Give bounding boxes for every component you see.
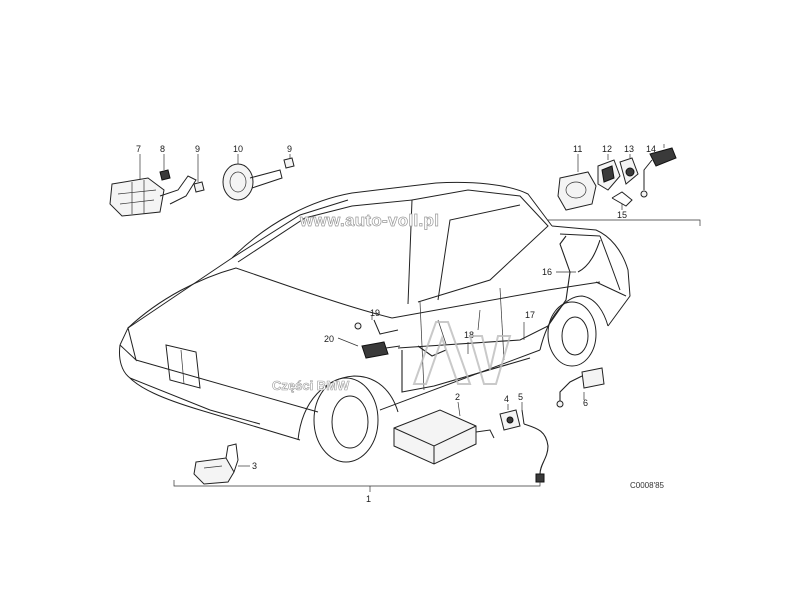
part-9-clip-left bbox=[193, 154, 205, 193]
part-label-11: 11 bbox=[573, 144, 582, 154]
part-label-6: 6 bbox=[583, 398, 588, 408]
part-label-10: 10 bbox=[233, 144, 243, 154]
part-20-plug bbox=[337, 322, 401, 359]
part-label-14: 14 bbox=[646, 144, 656, 154]
watermark-url: www.auto-voll.pl bbox=[299, 211, 439, 230]
part-labels: 1 2 3 4 5 6 7 8 9 9 10 11 12 13 14 15 16… bbox=[136, 144, 656, 504]
part-label-20: 20 bbox=[324, 334, 334, 344]
part-10-horn bbox=[222, 154, 283, 201]
part-label-19: 19 bbox=[370, 308, 380, 318]
part-label-4: 4 bbox=[504, 394, 509, 404]
group-bracket-main bbox=[173, 480, 541, 487]
part-label-8: 8 bbox=[160, 144, 165, 154]
part-label-7: 7 bbox=[136, 144, 141, 154]
part-label-9-left: 9 bbox=[195, 144, 200, 154]
part-14-connector bbox=[640, 144, 677, 198]
part-2-control-unit bbox=[393, 401, 495, 465]
part-label-13: 13 bbox=[624, 144, 634, 154]
drawing-code: C0008'85 bbox=[630, 481, 665, 490]
part-label-9-right: 9 bbox=[287, 144, 292, 154]
part-9-screw-right bbox=[283, 154, 295, 169]
car-outline bbox=[119, 181, 631, 463]
part-4-sensor bbox=[499, 404, 521, 431]
front-wheel bbox=[313, 377, 379, 463]
part-6-sensor bbox=[556, 367, 605, 408]
part-18-harness-branch bbox=[401, 309, 531, 393]
part-8-nut bbox=[159, 154, 171, 181]
part-5-probe bbox=[521, 402, 549, 483]
rear-wheel bbox=[547, 301, 597, 367]
part-label-12: 12 bbox=[602, 144, 612, 154]
watermark-brand: Części BMW bbox=[272, 378, 350, 393]
part-label-1: 1 bbox=[366, 494, 371, 504]
part-12-cover bbox=[597, 154, 621, 191]
part-label-16: 16 bbox=[542, 267, 552, 277]
part-label-15: 15 bbox=[617, 210, 627, 220]
part-label-3: 3 bbox=[252, 461, 257, 471]
part-17-harness bbox=[397, 235, 571, 349]
part-16-lead bbox=[556, 239, 601, 273]
group-bracket-top-right bbox=[548, 219, 701, 226]
part-label-2: 2 bbox=[455, 392, 460, 402]
part-label-5: 5 bbox=[518, 392, 523, 402]
part-label-17: 17 bbox=[525, 310, 535, 320]
part-13-switch bbox=[619, 154, 639, 185]
part-15-spring bbox=[611, 191, 633, 210]
part-11-housing bbox=[557, 154, 597, 211]
part-3-bracket bbox=[193, 443, 250, 485]
part-7-bracket bbox=[109, 154, 197, 217]
watermark-av-logo bbox=[412, 321, 512, 385]
part-19-grommet bbox=[371, 316, 399, 335]
